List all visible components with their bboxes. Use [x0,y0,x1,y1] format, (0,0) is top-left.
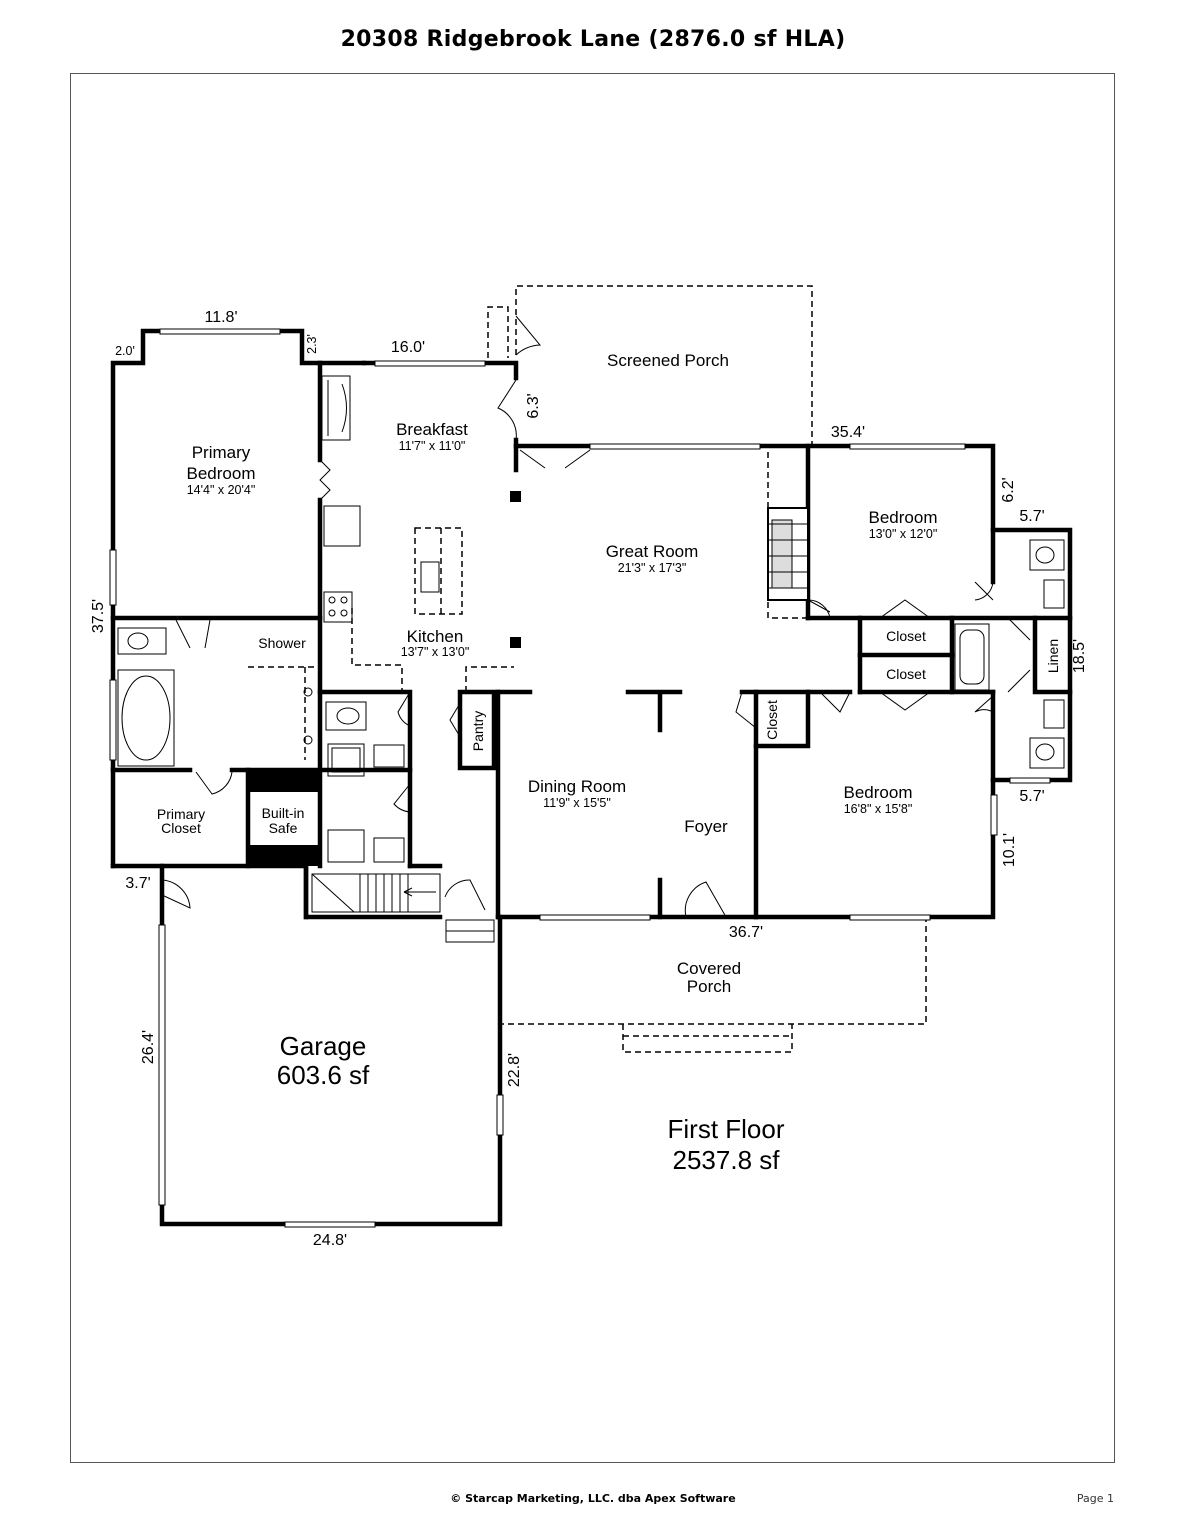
toilet-icon [1029,737,1065,769]
room-name-primary-bedroom-2: Bedroom [187,464,256,483]
floor-name: First Floor [668,1114,785,1144]
dimension-label: 37.5' [90,599,107,633]
pantry-outline [465,666,514,692]
dimension-label: 36.7' [729,924,763,941]
room-size-kitchen: 13'7" x 13'0" [401,645,470,659]
room-name-screened-porch: Screened Porch [607,351,729,370]
room-size-bedroom-1: 13'0" x 12'0" [869,527,938,541]
room-size-primary-bedroom: 14'4" x 20'4" [187,483,256,497]
dimension-label: 26.4' [140,1030,157,1064]
windows [109,328,1051,1228]
dimension-label: 10.1' [1001,833,1018,867]
room-name-shower: Shower [258,635,306,651]
room-name-closet-1: Closet [886,628,926,644]
dimension-label: 6.2' [1000,477,1017,502]
dimension-label: 35.4' [831,424,865,441]
room-name-garage: Garage [280,1031,367,1061]
column-icon [510,637,521,648]
room-name-great-room: Great Room [606,542,699,561]
kitchen-island [414,527,463,615]
room-name-covered-porch-1: Covered [677,959,741,978]
toilet-icon [1029,539,1065,571]
dimension-label: 6.3' [525,393,542,418]
dimension-label: 2.0' [115,344,135,358]
column-icon [510,491,521,502]
room-name-dining-room: Dining Room [528,777,626,796]
door-swings [161,315,1031,918]
dimension-label: 18.5' [1071,639,1088,673]
room-name-primary-closet-1: Primary [157,806,205,822]
page-title: 20308 Ridgebrook Lane (2876.0 sf HLA) [340,27,846,52]
drawing-frame [70,73,1115,1463]
kitchen-counter-outline [351,608,403,690]
footer-copyright: © Starcap Marketing, LLC. dba Apex Softw… [450,1492,736,1505]
room-area-garage: 603.6 sf [277,1060,370,1090]
sink-icon [303,561,1065,863]
room-name-built-in-safe-2: Safe [269,820,298,836]
room-name-primary-bedroom-1: Primary [192,443,251,462]
footer-page-number: Page 1 [1076,1492,1114,1505]
room-size-great-room: 21'3" x 17'3" [618,561,687,575]
dimension-label: 16.0' [391,339,425,356]
appliance-icon [321,375,365,863]
room-size-bedroom-2: 16'8" x 15'8" [844,802,913,816]
stairs-icon [311,873,441,913]
room-name-breakfast: Breakfast [396,420,468,439]
safe-wall-fill [290,845,310,866]
room-name-covered-porch-2: Porch [687,977,731,996]
dimension-label: 5.7' [1019,508,1044,525]
dimension-label: 2.3' [305,334,319,354]
bathtub-icon [954,623,990,691]
room-size-dining-room: 11'9" x 15'5" [543,796,611,810]
room-name-kitchen: Kitchen [407,627,464,646]
toilet-icon [117,627,167,655]
fireplace-icon [767,507,809,601]
room-name-closet-2: Closet [886,666,926,682]
bathtub-icon [117,669,175,767]
floor-area: 2537.8 sf [673,1145,781,1175]
dimension-label: 22.8' [506,1053,523,1087]
dimension-label: 5.7' [1019,788,1044,805]
room-name-foyer: Foyer [684,817,728,836]
dimension-label: 3.7' [125,875,150,892]
room-name-pantry: Pantry [470,711,486,751]
room-size-breakfast: 11'7" x 11'0" [399,439,466,453]
toilet-icon [325,701,367,731]
covered-porch-outline [498,918,927,1053]
screened-porch-outline [487,285,813,446]
room-name-primary-closet-2: Closet [161,820,201,836]
room-name-linen: Linen [1045,639,1061,673]
room-name-bedroom-1: Bedroom [869,508,938,527]
dimension-label: 24.8' [313,1232,347,1249]
room-name-closet-3: Closet [764,700,780,740]
safe-wall-fill [248,770,320,792]
shower-outline [248,666,320,760]
dimension-label: 11.8' [204,309,237,326]
room-name-built-in-safe-1: Built-in [262,805,305,821]
room-name-bedroom-2: Bedroom [844,783,913,802]
